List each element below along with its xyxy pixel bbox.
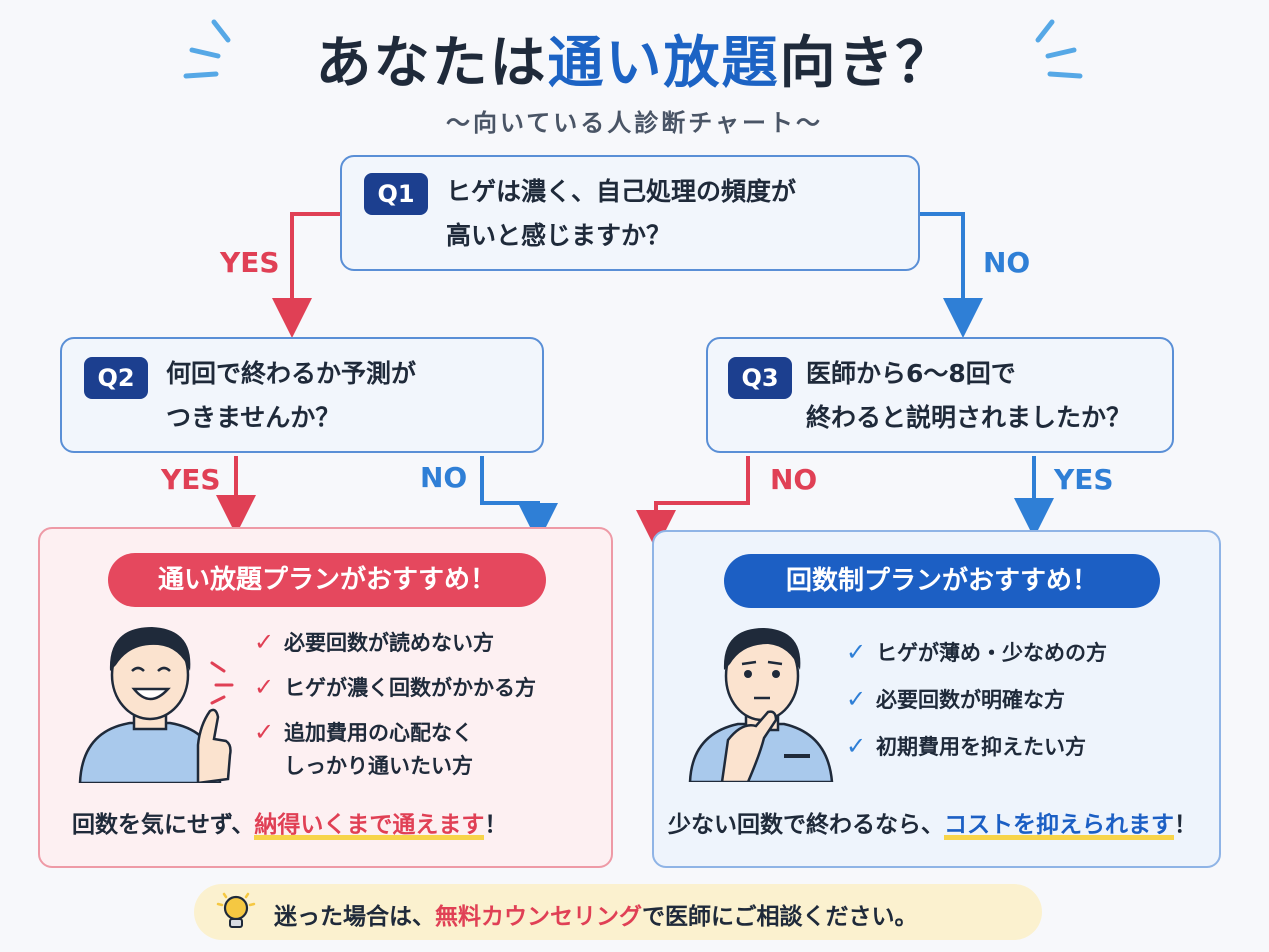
thinking-man-icon [688, 628, 834, 782]
title-pre: あなたは [315, 31, 548, 96]
unlimited-summary-post: ！ [484, 812, 508, 838]
arrow-q3-no [636, 456, 750, 550]
question-1: Q1 ヒゲは濃く、自己処理の頻度が 高いと感じますか？ [340, 155, 920, 271]
unlimited-check-2: ✓ヒゲが濃く回数がかかる方 [254, 673, 536, 701]
title-highlight: 通い放題 [547, 31, 780, 96]
count-plan-title: 回数制プランがおすすめ！ [724, 554, 1160, 608]
count-summary-pre: 少ない回数で終わるなら、 [668, 812, 944, 838]
label-q1-no: NO [983, 246, 1031, 279]
title-post: 向き？ [779, 31, 954, 96]
question-3: Q3 医師から6〜8回で 終わると説明されましたか？ [706, 337, 1174, 453]
label-q2-yes: YES [161, 463, 221, 496]
question-2: Q2 何回で終わるか予測が つきませんか？ [60, 337, 544, 453]
page-title: あなたは通い放題向き？ [0, 18, 1269, 99]
unlimited-check-1-text: 必要回数が読めない方 [284, 631, 494, 655]
title-rays-right [1035, 19, 1083, 79]
result-count-plan: 回数制プランがおすすめ！ ✓ヒゲが薄め・少なめの方 ✓必要回数が明確な方 ✓初期… [652, 530, 1221, 868]
title-rays-left [183, 19, 231, 79]
label-q3-no: NO [770, 463, 818, 496]
smiling-man-thumbs-up-icon [78, 627, 234, 783]
arrow-q1-no [920, 212, 983, 338]
unlimited-plan-title: 通い放題プランがおすすめ！ [108, 553, 546, 607]
unlimited-check-3: ✓追加費用の心配なく [254, 718, 473, 746]
arrow-q1-yes [272, 212, 340, 338]
lightbulb-icon [216, 892, 256, 928]
count-summary-post: ！ [1174, 812, 1197, 838]
arrow-q2-no [480, 456, 558, 543]
q1-line-2: 高いと感じますか？ [446, 221, 672, 250]
label-q3-yes: YES [1054, 463, 1114, 496]
unlimited-summary: 回数を気にせず、納得いくまで通えます！ [72, 805, 508, 840]
count-summary: 少ない回数で終わるなら、コストを抑えられます！ [668, 805, 1197, 840]
count-check-2: ✓必要回数が明確な方 [846, 685, 1065, 713]
footer-pre: 迷った場合は、 [274, 904, 435, 930]
footer-highlight: 無料カウンセリング [435, 904, 642, 930]
count-check-1-text: ヒゲが薄め・少なめの方 [876, 641, 1107, 665]
count-check-3: ✓初期費用を抑えたい方 [846, 732, 1086, 760]
unlimited-check-1: ✓必要回数が読めない方 [254, 628, 494, 656]
label-q2-no: NO [420, 461, 468, 494]
footer-post: で医師にご相談ください。 [642, 904, 918, 930]
result-unlimited-plan: 通い放題プランがおすすめ！ ✓必要回数が読めない方 ✓ヒゲが濃く回数がかかる方 … [38, 527, 613, 868]
q3-tag: Q3 [728, 357, 792, 399]
q2-line-1: 何回で終わるか予測が [166, 359, 417, 388]
q2-tag: Q2 [84, 357, 148, 399]
count-check-3-text: 初期費用を抑えたい方 [876, 735, 1086, 759]
unlimited-check-2-text: ヒゲが濃く回数がかかる方 [284, 676, 536, 700]
q1-line-1: ヒゲは濃く、自己処理の頻度が [446, 177, 797, 206]
unlimited-check-3-cont: しっかり通いたい方 [284, 749, 473, 783]
page-subtitle: 〜向いている人診断チャート〜 [445, 109, 824, 137]
label-q1-yes: YES [220, 246, 280, 279]
unlimited-summary-pre: 回数を気にせず、 [72, 812, 255, 838]
unlimited-check-3-cont-text: しっかり通いたい方 [284, 754, 473, 778]
count-check-1: ✓ヒゲが薄め・少なめの方 [846, 638, 1107, 666]
count-summary-highlight: コストを抑えられます [944, 812, 1174, 840]
q1-tag: Q1 [364, 173, 428, 215]
unlimited-summary-highlight: 納得いくまで通えます [254, 812, 485, 840]
count-check-2-text: 必要回数が明確な方 [876, 688, 1065, 712]
q3-line-2: 終わると説明されましたか？ [806, 403, 1132, 432]
footer-note: 迷った場合は、無料カウンセリングで医師にご相談ください。 [194, 884, 1042, 940]
unlimited-check-3-text: 追加費用の心配なく [284, 721, 473, 745]
footer-text: 迷った場合は、無料カウンセリングで医師にご相談ください。 [274, 897, 918, 931]
q3-line-1: 医師から6〜8回で [806, 359, 1016, 388]
q2-line-2: つきませんか？ [166, 403, 341, 432]
